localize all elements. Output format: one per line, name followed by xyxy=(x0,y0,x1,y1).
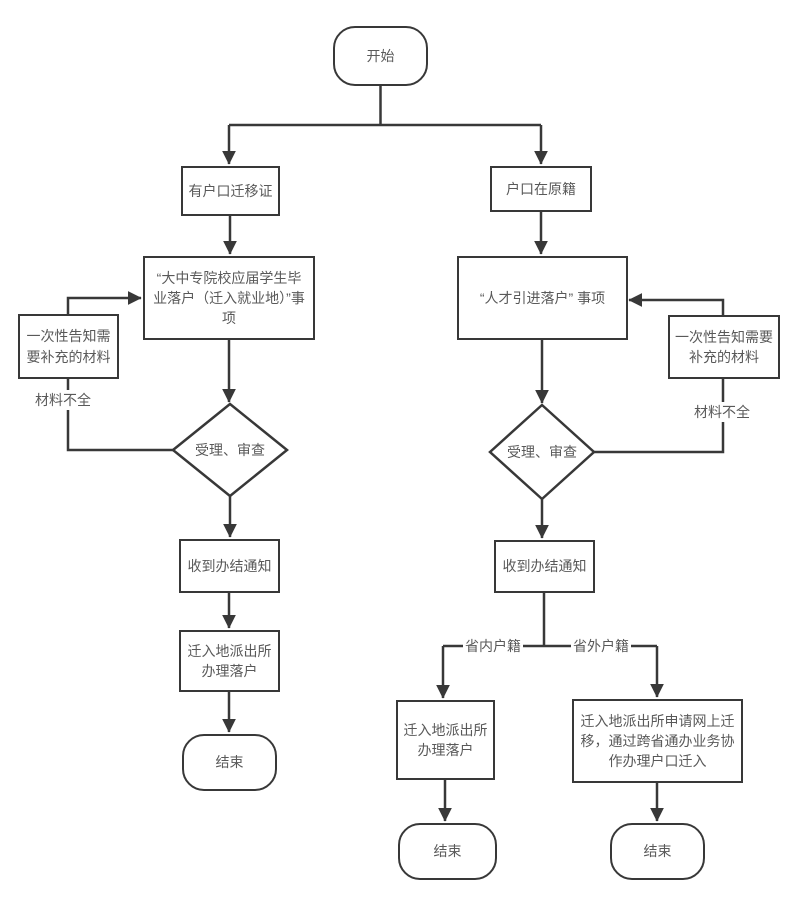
completion-notice-right-node: 收到办结通知 xyxy=(494,540,595,593)
completion-notice-left-node: 收到办结通知 xyxy=(179,539,280,593)
end-in-province-node: 结束 xyxy=(398,823,497,880)
talent-settle-item-node: “人才引进落户” 事项 xyxy=(457,256,628,340)
hukou-in-origin-node: 户口在原籍 xyxy=(490,166,592,212)
out-province-label: 省外户籍 xyxy=(571,636,631,656)
review-right-label: 受理、审查 xyxy=(507,444,577,460)
end-out-province-node: 结束 xyxy=(610,823,705,880)
edge-rightnotify-item xyxy=(628,293,725,315)
incomplete-materials-right-label: 材料不全 xyxy=(692,402,752,422)
incomplete-materials-left-label: 材料不全 xyxy=(33,390,93,410)
review-left-diamond xyxy=(171,402,289,498)
review-left-label: 受理、审查 xyxy=(195,442,265,458)
online-transfer-out-province-node: 迁入地派出所申请网上迁移，通过跨省通办业务协作办理户口迁入 xyxy=(572,699,743,783)
police-register-left-node: 迁入地派出所办理落户 xyxy=(179,630,280,692)
in-province-label: 省内户籍 xyxy=(463,636,523,656)
notify-right-node: 一次性告知需要补充的材料 xyxy=(668,315,780,379)
police-register-in-province-node: 迁入地派出所办理落户 xyxy=(396,700,495,780)
start-node: 开始 xyxy=(333,26,428,86)
has-migration-cert-node: 有户口迁移证 xyxy=(181,166,280,216)
end-left-node: 结束 xyxy=(182,734,277,791)
graduate-settle-item-node: “大中专院校应届学生毕业落户（迁入就业地）”事项 xyxy=(143,256,315,340)
review-right-diamond xyxy=(488,403,596,501)
edge-start-split xyxy=(229,86,541,127)
edge-leftnotify-item xyxy=(66,291,142,314)
notify-left-node: 一次性告知需要补充的材料 xyxy=(18,314,119,379)
